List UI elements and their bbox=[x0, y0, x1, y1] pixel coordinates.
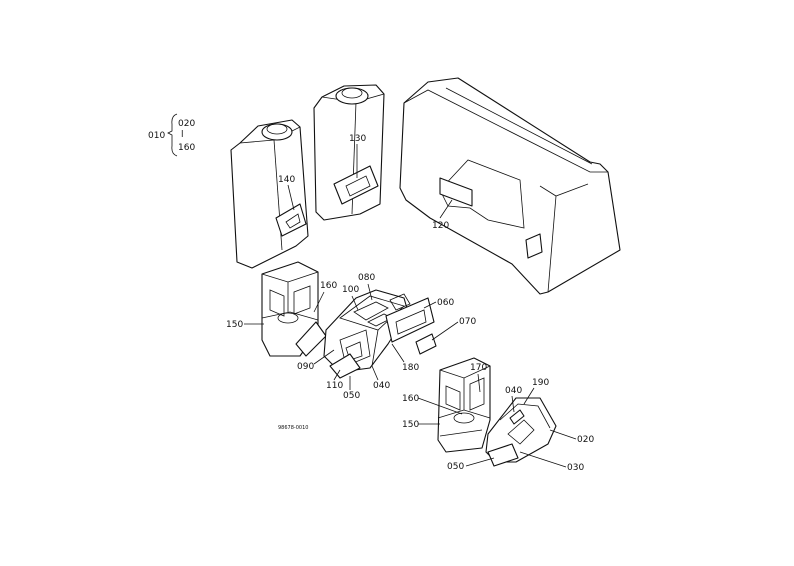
tank-120-body bbox=[399, 77, 621, 295]
part-040-right bbox=[509, 409, 525, 425]
label-160-right: 160 bbox=[402, 394, 419, 404]
leader-100 bbox=[351, 295, 359, 311]
leader-160-left bbox=[313, 291, 325, 313]
tank-120: 120 bbox=[399, 77, 621, 295]
label-150-right: 150 bbox=[402, 420, 419, 430]
leader-190 bbox=[523, 387, 535, 405]
group-label-range-start: 020 bbox=[178, 119, 195, 129]
label-130: 130 bbox=[349, 134, 366, 144]
leader-050-right bbox=[465, 457, 495, 467]
cover-150-left-window-a bbox=[269, 289, 285, 317]
tank-120-top-rim bbox=[403, 89, 608, 173]
part-070-gasket bbox=[415, 333, 437, 355]
tank-140-bracket bbox=[275, 203, 307, 237]
tank-120-top-ridge bbox=[445, 87, 593, 165]
leader-140 bbox=[287, 184, 295, 211]
label-180: 180 bbox=[402, 363, 419, 373]
housing-center-top bbox=[339, 295, 405, 331]
leader-090 bbox=[313, 349, 335, 365]
leader-110 bbox=[333, 369, 341, 381]
cover-150-left-hole bbox=[277, 312, 299, 324]
leader-040-right bbox=[511, 395, 515, 413]
group-label-range-end: 160 bbox=[178, 143, 195, 153]
cover-150-right-band bbox=[437, 409, 491, 419]
cover-150-right-window-b bbox=[469, 377, 485, 411]
cover-150-right: 170 160 150 bbox=[402, 357, 491, 453]
leader-160-right bbox=[417, 397, 463, 415]
leader-120 bbox=[439, 199, 453, 219]
cover-150-right-window-a bbox=[445, 385, 461, 411]
label-020: 020 bbox=[577, 435, 594, 445]
leader-170 bbox=[477, 373, 481, 393]
leader-040-center bbox=[371, 365, 379, 381]
tank-120-side-block bbox=[525, 233, 543, 259]
cover-150-right-hole bbox=[453, 412, 475, 424]
tank-140-bracket-slot bbox=[285, 213, 301, 229]
label-070: 070 bbox=[459, 317, 476, 327]
label-080: 080 bbox=[358, 273, 375, 283]
tank-130-bracket bbox=[333, 165, 379, 205]
label-120: 120 bbox=[432, 221, 449, 231]
label-050-center: 050 bbox=[343, 391, 360, 401]
part-050-center bbox=[329, 353, 361, 379]
cover-150-right-base bbox=[439, 429, 483, 437]
group-label: 010 020 l 160 bbox=[148, 113, 195, 157]
tank-140-filler-inner bbox=[266, 123, 288, 135]
label-150-left: 150 bbox=[226, 320, 243, 330]
leader-020 bbox=[549, 429, 577, 440]
label-110: 110 bbox=[326, 381, 343, 391]
shield-right-window bbox=[507, 419, 535, 445]
leader-060 bbox=[423, 301, 437, 309]
group-label-range-sep: l bbox=[181, 130, 184, 140]
tank-140: 140 bbox=[230, 119, 309, 269]
tank-120-bracket bbox=[439, 177, 473, 207]
group-bracket bbox=[167, 113, 178, 157]
label-190: 190 bbox=[532, 378, 549, 388]
cover-150-left-window-b bbox=[293, 285, 311, 315]
part-060-plate-slot bbox=[395, 309, 427, 335]
housing-center-slot-a bbox=[353, 301, 389, 321]
leader-080 bbox=[367, 283, 373, 301]
shield-right-rim bbox=[499, 403, 551, 429]
label-040-right: 040 bbox=[505, 386, 522, 396]
label-140: 140 bbox=[278, 175, 295, 185]
shield-right: 040 190 020 050 030 bbox=[447, 378, 594, 473]
label-050-right: 050 bbox=[447, 462, 464, 472]
housing-center-edge bbox=[371, 329, 379, 367]
drawing-code: 98678-0010 bbox=[278, 425, 308, 431]
group-label-main: 010 bbox=[148, 131, 165, 141]
leader-180 bbox=[391, 343, 405, 363]
tank-120-corner-edge bbox=[547, 195, 557, 293]
label-040-center: 040 bbox=[373, 381, 390, 391]
cover-150-left-band bbox=[261, 311, 319, 321]
part-050-right bbox=[487, 443, 519, 467]
tank-120-recess bbox=[439, 159, 525, 229]
part-060-plate bbox=[385, 297, 435, 343]
label-060: 060 bbox=[437, 298, 454, 308]
tank-130-filler-cap bbox=[335, 87, 369, 105]
housing-center-clip bbox=[389, 293, 411, 311]
leader-070 bbox=[431, 321, 459, 341]
label-030: 030 bbox=[567, 463, 584, 473]
tank-130-filler-inner bbox=[341, 87, 363, 99]
leader-030 bbox=[519, 451, 567, 468]
label-100: 100 bbox=[342, 285, 359, 295]
housing-center: 080 100 060 070 090 110 050 040 180 bbox=[297, 273, 476, 401]
label-170: 170 bbox=[470, 363, 487, 373]
tank-130-bracket-slot bbox=[345, 175, 371, 197]
tank-130: 130 bbox=[313, 84, 385, 221]
tank-140-filler-cap bbox=[261, 123, 293, 141]
tank-140-body bbox=[230, 119, 309, 269]
label-090: 090 bbox=[297, 362, 314, 372]
cover-150-left: 160 150 bbox=[226, 261, 337, 357]
label-160-left: 160 bbox=[320, 281, 337, 291]
